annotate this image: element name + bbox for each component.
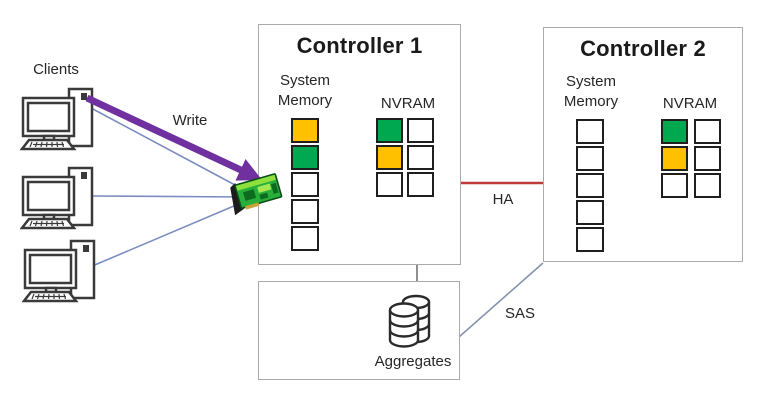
database-icon	[388, 294, 431, 348]
controller1-system-memory-column	[291, 118, 319, 251]
nvram-cell	[661, 119, 688, 144]
nvram-cell	[407, 172, 434, 197]
memory-cell	[291, 172, 319, 197]
client-computer-icon	[20, 166, 94, 230]
memory-cell	[576, 173, 604, 198]
client3-connection-line	[89, 199, 249, 268]
memory-cell	[291, 226, 319, 251]
nvram-cell	[376, 118, 403, 143]
memory-cell	[576, 119, 604, 144]
aggregates-label: Aggregates	[374, 353, 452, 370]
nvram-cell	[661, 173, 688, 198]
controller2-nvram-column1	[661, 119, 688, 198]
memory-cell	[576, 200, 604, 225]
memory-cell	[576, 146, 604, 171]
memory-cell	[291, 199, 319, 224]
nvram-cell	[376, 145, 403, 170]
memory-cell	[576, 227, 604, 252]
sas-label: SAS	[504, 305, 535, 322]
client-computer-icon	[20, 87, 94, 151]
clients-label: Clients	[33, 61, 79, 78]
nvram-cell	[407, 118, 434, 143]
write-label: Write	[172, 112, 208, 129]
nvram-cell	[661, 146, 688, 171]
controller1-nvram-column2	[407, 118, 434, 197]
nvram-cell	[407, 145, 434, 170]
controller2-system-memory-column	[576, 119, 604, 252]
controller2-box: Controller 2 System Memory NVRAM	[543, 27, 743, 262]
controller2-nvram-label: NVRAM	[662, 95, 718, 112]
controller1-title: Controller 1	[296, 33, 423, 58]
sas-link-line	[458, 262, 544, 338]
nvram-cell	[694, 146, 721, 171]
memory-cell	[291, 145, 319, 170]
client-computer-icon	[22, 239, 96, 303]
memory-cell	[291, 118, 319, 143]
controller2-nvram-column2	[694, 119, 721, 198]
client2-connection-line	[91, 195, 249, 198]
aggregates-box: Aggregates	[258, 281, 460, 380]
controller2-system-memory-label: System Memory	[563, 73, 619, 110]
nvram-cell	[694, 119, 721, 144]
nvram-cell	[694, 173, 721, 198]
ha-label: HA	[492, 191, 514, 208]
nvram-cell	[376, 172, 403, 197]
controller1-box: Controller 1 System Memory NVRAM	[258, 24, 461, 265]
controller1-nvram-label: NVRAM	[380, 95, 436, 112]
network-adapter-icon	[230, 173, 283, 216]
controller2-title: Controller 2	[580, 36, 706, 61]
controller1-nvram-column1	[376, 118, 403, 197]
controller1-system-memory-label: System Memory	[277, 72, 333, 109]
